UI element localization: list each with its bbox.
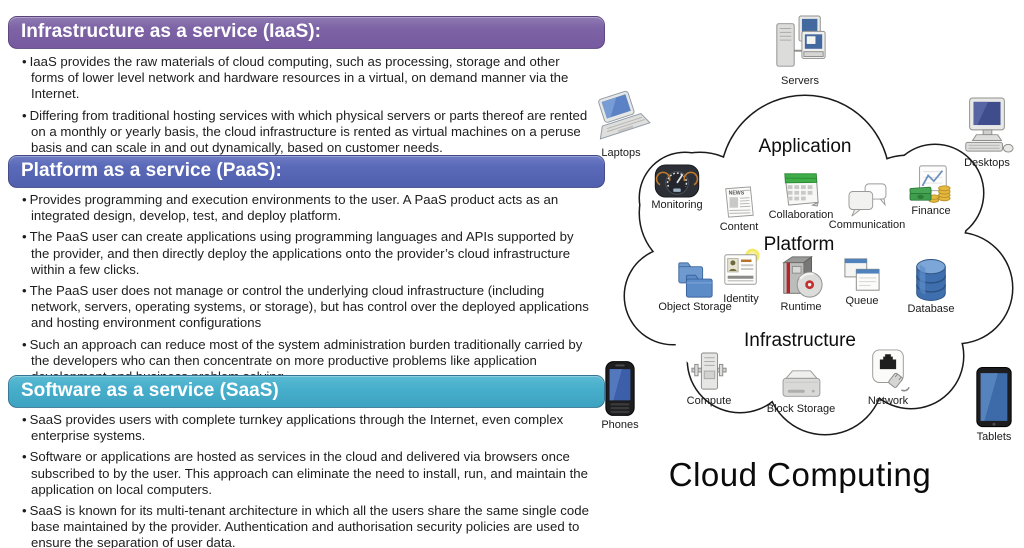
node-label: Network (867, 395, 909, 407)
iaas-bullet-1: IaaS provides the raw materials of cloud… (22, 54, 594, 103)
paas-bullet-2: The PaaS user can create applications us… (22, 229, 594, 278)
monitoring-icon (654, 164, 700, 198)
network-icon (872, 349, 910, 392)
phones-icon (605, 361, 635, 416)
saas-bullet-3: SaaS is known for its multi-tenant archi… (22, 503, 594, 548)
svg-text:NEWS: NEWS (729, 190, 745, 196)
laptops-icon (598, 90, 651, 140)
iaas-bullet-list: IaaS provides the raw materials of cloud… (22, 54, 594, 161)
infra-node-block-storage: Block Storage (766, 368, 836, 415)
app-node-content: NEWS Content (711, 184, 767, 233)
device-node-phones: Phones (594, 360, 646, 431)
block-storage-icon (782, 370, 821, 397)
platform-node-object-storage: Object Storage (658, 260, 732, 313)
platform-node-runtime: Runtime (776, 254, 826, 313)
section-header-iaas: Infrastructure as a service (IaaS): (8, 16, 605, 49)
app-node-finance: Finance (902, 164, 960, 217)
runtime-icon (782, 255, 823, 298)
saas-bullet-2: Software or applications are hosted as s… (22, 449, 594, 498)
node-label: Communication (828, 219, 906, 231)
section-header-saas: Software as a service (SaaS) (8, 375, 605, 408)
node-label: Object Storage (658, 301, 732, 313)
node-label: Compute (686, 395, 732, 407)
infrastructure-layer-label: Infrastructure (744, 330, 856, 351)
platform-node-queue: Queue (838, 256, 886, 307)
saas-bullet-1: SaaS provides users with complete turnke… (22, 412, 594, 444)
compute-icon (691, 352, 727, 390)
diagram-title: Cloud Computing (668, 456, 932, 493)
device-label: Phones (601, 419, 639, 431)
app-node-monitoring: Monitoring (647, 164, 707, 211)
device-label: Laptops (601, 147, 641, 159)
section-header-paas: Platform as a service (PaaS): (8, 155, 605, 188)
device-node-servers: Servers (770, 12, 830, 87)
node-label: Database (907, 303, 955, 315)
identity-icon (724, 248, 760, 285)
platform-node-identity: Identity (718, 248, 764, 305)
content-icon: NEWS (725, 186, 754, 218)
servers-icon (776, 15, 826, 67)
node-label: Queue (845, 295, 879, 307)
saas-bullet-list: SaaS provides users with complete turnke… (22, 412, 594, 548)
object-storage-icon (678, 262, 713, 298)
application-layer-label: Application (758, 136, 852, 157)
tablets-icon (976, 366, 1012, 428)
app-node-communication: Communication (828, 182, 906, 231)
desktops-icon (965, 97, 1014, 153)
device-node-desktops: Desktops (954, 96, 1020, 169)
paas-bullet-list: Provides programming and execution envir… (22, 192, 594, 390)
node-label: Monitoring (651, 199, 703, 211)
database-icon (915, 259, 947, 301)
communication-icon (848, 183, 887, 217)
node-label: Runtime (780, 301, 822, 313)
device-label: Servers (781, 75, 819, 87)
app-node-collaboration: Collaboration (766, 170, 836, 221)
device-node-tablets: Tablets (967, 366, 1021, 443)
collaboration-icon (784, 173, 819, 207)
device-label: Desktops (964, 157, 1010, 169)
infra-node-compute: Compute (684, 350, 734, 407)
node-label: Identity (723, 293, 759, 305)
node-label: Collaboration (768, 209, 834, 221)
paas-bullet-1: Provides programming and execution envir… (22, 192, 594, 224)
platform-node-database: Database (904, 258, 958, 315)
paas-bullet-3: The PaaS user does not manage or control… (22, 283, 594, 332)
device-label: Tablets (976, 431, 1012, 443)
node-label: Block Storage (766, 403, 836, 415)
node-label: Finance (911, 205, 951, 217)
node-label: Content (719, 221, 759, 233)
device-node-laptops: Laptops (589, 90, 653, 159)
finance-icon (909, 165, 951, 203)
queue-icon (844, 258, 880, 291)
iaas-bullet-2: Differing from traditional hosting servi… (22, 108, 594, 157)
infra-node-network: Network (862, 348, 914, 407)
platform-layer-label: Platform (763, 234, 835, 255)
